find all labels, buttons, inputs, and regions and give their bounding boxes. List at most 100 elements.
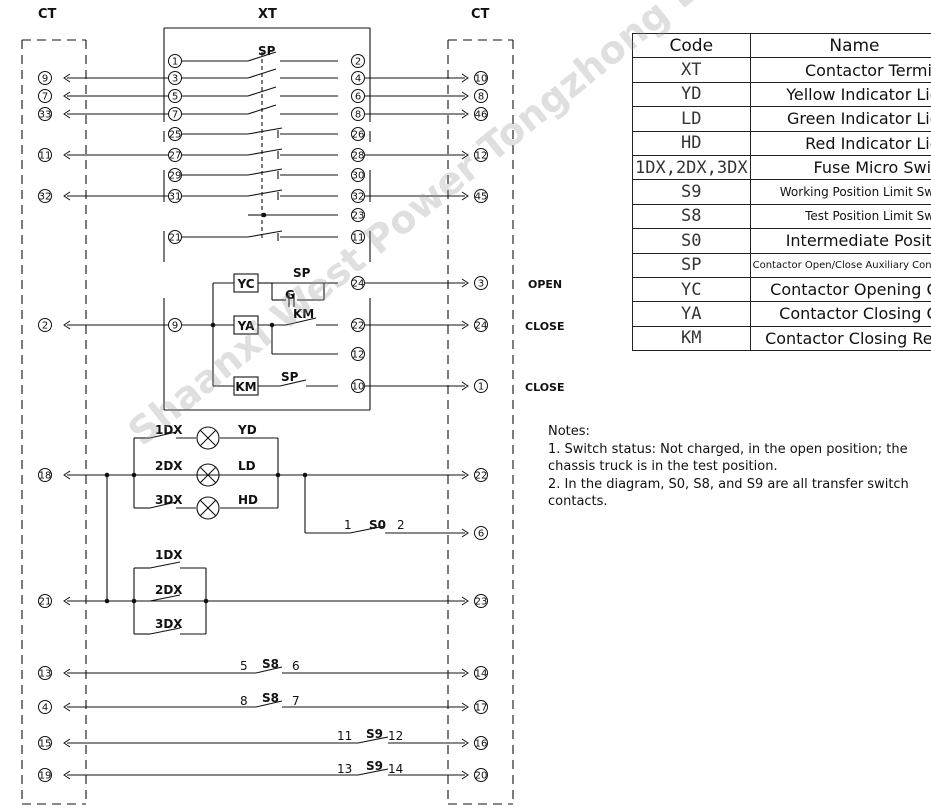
xt-right-terminal: 6 — [351, 89, 365, 103]
left-terminal: 11 — [38, 148, 52, 162]
right-terminal-label: 23 — [475, 597, 488, 608]
xt-left-terminal: 21 — [168, 230, 182, 244]
device-tag-s8-1b: 6 — [292, 659, 300, 673]
xt-right-terminal-label: 2 — [355, 57, 361, 68]
xt-left-terminal: 1 — [168, 54, 182, 68]
xt-header: XT — [258, 7, 277, 22]
left-terminal: 15 — [38, 736, 52, 750]
left-terminal-label: 33 — [39, 110, 52, 121]
left-terminal-label: 2 — [42, 321, 48, 332]
xt-left-terminal: 5 — [168, 89, 182, 103]
right-terminal-label: 6 — [478, 529, 484, 540]
xt-right-terminal: 11 — [351, 230, 365, 244]
xt-right-terminal: 23 — [351, 208, 365, 222]
top-wires — [67, 77, 465, 387]
device-tag-s8-2a: 8 — [240, 694, 248, 708]
right-terminal-label: 16 — [475, 739, 488, 750]
legend-code: HD — [632, 130, 751, 156]
arrow-marks — [63, 73, 469, 780]
xt-right-terminal-label: 22 — [352, 321, 365, 332]
right-terminal-label: 10 — [475, 74, 488, 85]
xt-right-terminal-label: 10 — [352, 382, 365, 393]
right-terminal: 23 — [474, 594, 488, 608]
device-tag-km: KM — [235, 380, 256, 394]
left-terminal-label: 11 — [39, 151, 52, 162]
right-terminal: 3 — [474, 276, 488, 290]
left-terminal: 13 — [38, 666, 52, 680]
xt-left-terminal-label: 3 — [172, 74, 178, 85]
right-ct-panel — [447, 39, 514, 805]
xt-left-terminal-label: 9 — [172, 321, 178, 332]
device-tag-dx1: 1DX — [155, 423, 183, 437]
legend-name: Contactor Closing Coil — [749, 301, 931, 327]
device-tag-km-contact: KM — [293, 307, 314, 321]
xt-left-terminal-label: 27 — [169, 151, 182, 162]
device-tag-sp-main: SP — [258, 44, 276, 58]
xt-right-terminal: 30 — [351, 168, 365, 182]
left-terminal-label: 13 — [39, 669, 52, 680]
xt-right-terminal: 32 — [351, 189, 365, 203]
legend-code: S9 — [632, 179, 751, 205]
left-ct-panel — [21, 39, 87, 805]
xt-left-terminal-label: 29 — [169, 171, 182, 182]
legend-header-row: Code Name — [632, 32, 931, 59]
xt-right-terminal: 24 — [351, 276, 365, 290]
right-terminal-label: 22 — [475, 471, 488, 482]
device-tag-dx1b: 1DX — [155, 548, 183, 562]
right-terminal: 20 — [474, 768, 488, 782]
legend-name: Green Indicator Light — [749, 106, 931, 132]
device-tag-ld: LD — [238, 459, 256, 473]
left-terminal: 32 — [38, 189, 52, 203]
xt-right-terminal-label: 32 — [352, 192, 365, 203]
limit-switch-rows — [67, 666, 465, 776]
xt-box — [163, 27, 371, 411]
xt-right-terminal: 26 — [351, 127, 365, 141]
coil-circuit — [181, 273, 338, 396]
device-tag-s8-2: S8 — [262, 691, 279, 705]
legend-name: Contactor Terminal — [749, 57, 931, 83]
right-terminal-label: 3 — [478, 279, 484, 290]
device-tag-s8-1: S8 — [262, 657, 279, 671]
legend-header-name: Name — [749, 32, 931, 59]
indicator-light-circuit — [67, 426, 465, 601]
xt-right-terminal-label: 11 — [352, 233, 365, 244]
device-tag-group: SPSPSPGKMYCYAKM1DX2DX3DXYDLDHD1DX2DX3DXS… — [155, 44, 405, 776]
device-tag-s0-b: 2 — [397, 518, 405, 532]
device-tag-s8-2b: 7 — [292, 694, 300, 708]
legend-name: Yellow Indicator Light — [749, 81, 931, 108]
xt-left-terminal-label: 7 — [172, 110, 178, 121]
right-terminal: 10 — [474, 71, 488, 85]
legend-code: YA — [632, 301, 751, 327]
notes-title: Notes: — [548, 424, 590, 439]
right-terminal: 24 — [474, 318, 488, 332]
legend-code: 1DX,2DX,3DX — [632, 154, 751, 181]
left-terminal-label: 15 — [39, 739, 52, 750]
right-terminal: 46 — [474, 107, 488, 121]
xt-left-terminal: 9 — [168, 318, 182, 332]
left-ct-header: CT — [38, 7, 57, 22]
right-terminal: 1 — [474, 379, 488, 393]
close-label-ya: CLOSE — [525, 320, 564, 333]
right-terminal: 16 — [474, 736, 488, 750]
legend-name: Intermediate Position — [749, 228, 931, 254]
junction-dots — [104, 212, 308, 604]
xt-right-terminal-label: 8 — [355, 110, 361, 121]
terminal-group: 9733113221821134151910846124532412262314… — [38, 54, 488, 782]
legend-code: KM — [632, 325, 751, 352]
xt-left-terminal: 29 — [168, 168, 182, 182]
device-tag-hd: HD — [238, 493, 258, 507]
legend-code: S8 — [632, 203, 751, 230]
xt-left-terminal-label: 21 — [169, 233, 182, 244]
xt-left-terminal: 25 — [168, 127, 182, 141]
legend-name: Contactor Closing Relay — [749, 325, 931, 352]
device-tag-s9-2a: 13 — [337, 762, 352, 776]
right-terminal-label: 14 — [475, 669, 488, 680]
